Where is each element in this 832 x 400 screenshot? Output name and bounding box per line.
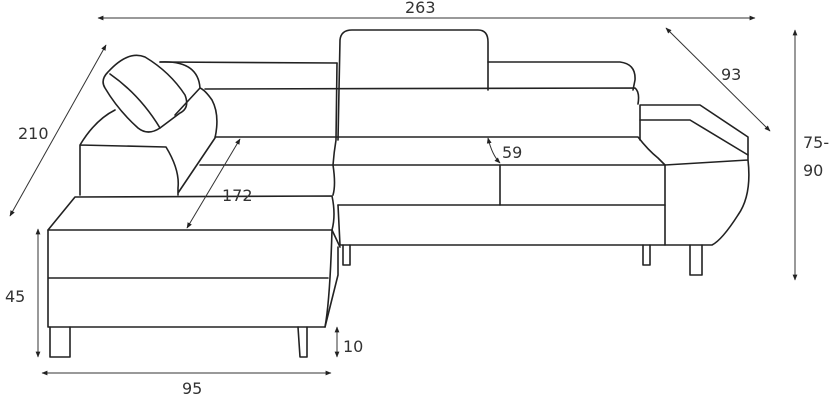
right-depth-label: 93 (721, 65, 741, 84)
center-divider (332, 62, 338, 196)
chaise-side (324, 229, 341, 328)
seat-base-left (337, 204, 341, 246)
chaise-length-label: 172 (222, 186, 253, 205)
leg (342, 244, 351, 266)
back-lower-line (214, 136, 666, 166)
dimension-lines (9, 15, 798, 376)
leg-height-label: 10 (343, 337, 363, 356)
left-arm (79, 87, 218, 196)
left-arm-top (159, 61, 201, 116)
leg (689, 244, 703, 276)
chaise-width-label: 95 (182, 379, 202, 398)
left-headrest-crease (109, 73, 161, 129)
chaise-front (47, 229, 333, 328)
seat-depth-arrow (486, 137, 501, 164)
seat-height-label: 45 (5, 287, 25, 306)
total-width-label: 263 (405, 0, 436, 17)
left-length-label: 210 (18, 124, 49, 143)
leg (642, 244, 651, 266)
height-top-label: 75- (803, 133, 829, 152)
dimension-labels: 263 93 210 75- 90 59 172 45 10 95 (5, 0, 829, 398)
center-headrest (337, 29, 489, 141)
back-middle-line (204, 87, 640, 105)
height-bottom-label: 90 (803, 161, 823, 180)
right-back-top (487, 61, 636, 91)
left-headrest (102, 54, 188, 133)
right-armrest (639, 104, 750, 246)
chaise-length-arrow (186, 138, 241, 229)
sofa-outline (47, 29, 750, 358)
leg (49, 326, 71, 358)
left-back-top (159, 61, 338, 64)
seat-depth-label: 59 (502, 143, 522, 162)
chaise-top (47, 195, 335, 231)
left-length-arrow (9, 44, 107, 217)
leg (297, 326, 308, 358)
depth-arrow (665, 27, 771, 132)
